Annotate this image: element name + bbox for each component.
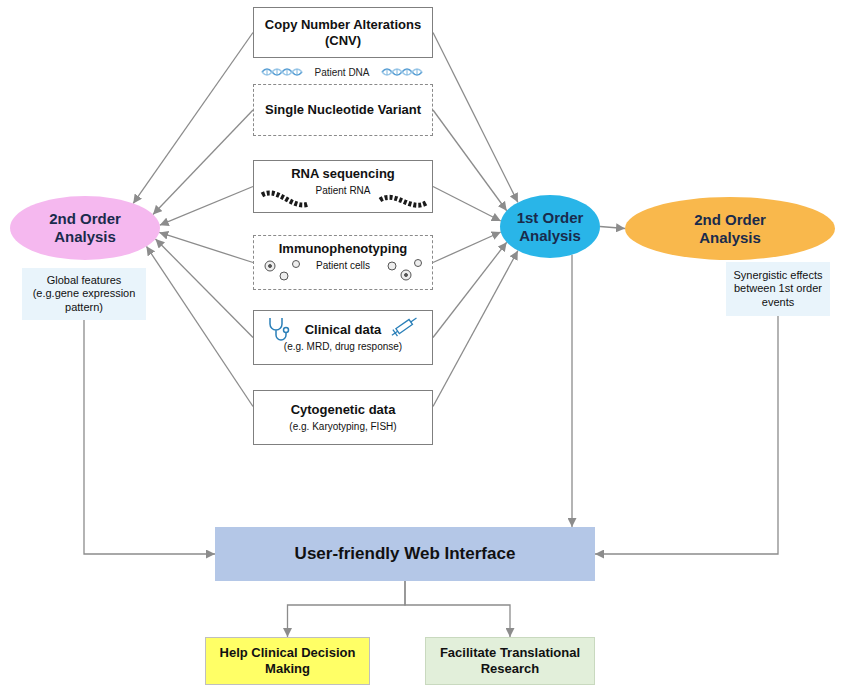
flow-arrow bbox=[595, 316, 778, 554]
text-group: Copy Number Alterations (CNV) bbox=[260, 17, 426, 48]
text-group: Facilitate Translational Research bbox=[432, 645, 588, 676]
rna-strand bbox=[380, 197, 426, 205]
flow-arrow bbox=[160, 187, 253, 226]
data-box: Clinical data (e.g. MRD, drug response) bbox=[253, 310, 433, 365]
node-title: RNA sequencing bbox=[260, 166, 426, 182]
data-box: Cytogenetic data (e.g. Karyotyping, FISH) bbox=[253, 390, 433, 445]
data-box: ImmunophenotypingPatient cells bbox=[253, 235, 433, 290]
data-box: RNA sequencingPatient RNA bbox=[253, 160, 433, 213]
analysis-ellipse: 1st Order Analysis bbox=[500, 195, 600, 258]
node-title: Cytogenetic data bbox=[260, 402, 426, 418]
cell bbox=[293, 261, 300, 268]
flow-arrow bbox=[288, 581, 406, 637]
dna-rungs bbox=[267, 69, 297, 75]
dna-rungs bbox=[387, 69, 417, 75]
node-title: Synergistic effects between 1st order ev… bbox=[732, 269, 824, 309]
note-box: Global features (e.g.gene expression pat… bbox=[22, 268, 146, 320]
data-box: Single Nucleotide Variant bbox=[253, 84, 433, 136]
node-title: Immunophenotyping bbox=[260, 241, 426, 257]
syringe-needle bbox=[390, 315, 419, 339]
node-title: Help Clinical Decision Making bbox=[212, 645, 363, 676]
flow-arrow bbox=[159, 232, 253, 262]
text-group: Clinical data (e.g. MRD, drug response) bbox=[260, 322, 426, 353]
cell bbox=[401, 270, 411, 280]
ellipse-fill bbox=[625, 197, 835, 260]
flow-arrow bbox=[433, 110, 507, 211]
node-title: Clinical data bbox=[260, 322, 426, 338]
node-title: 2nd Order Analysis bbox=[680, 211, 780, 247]
note-box: Synergistic effects between 1st order ev… bbox=[726, 262, 830, 316]
flow-arrow bbox=[153, 110, 253, 214]
flow-arrow bbox=[433, 187, 501, 222]
node-title: Facilitate Translational Research bbox=[432, 645, 588, 676]
data-box: Copy Number Alterations (CNV) bbox=[253, 7, 433, 58]
flow-arrow bbox=[433, 251, 518, 407]
text-group: Synergistic effects between 1st order ev… bbox=[732, 269, 824, 309]
node-title: Copy Number Alterations (CNV) bbox=[260, 17, 426, 48]
dna-strand bbox=[382, 69, 422, 75]
dna-strand bbox=[382, 69, 422, 75]
node-subtitle: Patient RNA bbox=[260, 185, 426, 197]
node-subtitle: Patient cells bbox=[260, 260, 426, 272]
text-group: RNA sequencingPatient RNA bbox=[260, 166, 426, 197]
text-group: User-friendly Web Interface bbox=[221, 544, 589, 564]
text-group: Help Clinical Decision Making bbox=[212, 645, 363, 676]
node-subtitle: (e.g. Karyotyping, FISH) bbox=[260, 421, 426, 433]
node-title: 2nd Order Analysis bbox=[30, 210, 140, 246]
ellipse-fill bbox=[10, 196, 160, 260]
outcome-box: Facilitate Translational Research bbox=[425, 637, 595, 685]
node-title: Global features (e.g.gene expression pat… bbox=[28, 274, 140, 314]
dna-strand bbox=[262, 69, 302, 75]
flow-arrow bbox=[433, 232, 501, 263]
flow-arrow bbox=[405, 581, 510, 637]
flow-arrow bbox=[571, 255, 572, 527]
node-title: Single Nucleotide Variant bbox=[260, 102, 426, 118]
flow-arrow bbox=[600, 227, 625, 229]
cell bbox=[280, 272, 288, 280]
flow-arrow bbox=[433, 33, 518, 203]
text-group: 1st Order Analysis bbox=[510, 209, 590, 245]
interface-box: User-friendly Web Interface bbox=[215, 527, 595, 581]
cell bbox=[415, 260, 422, 267]
text-group: 2nd Order Analysis bbox=[680, 211, 780, 247]
flow-arrow bbox=[133, 33, 253, 204]
cell-nucleus bbox=[405, 274, 408, 277]
flow-arrow bbox=[146, 246, 253, 406]
text-group: Cytogenetic data (e.g. Karyotyping, FISH) bbox=[260, 402, 426, 433]
analysis-ellipse: 2nd Order Analysis bbox=[10, 196, 160, 260]
syringe-icon bbox=[390, 315, 419, 339]
cell bbox=[265, 261, 275, 271]
stethoscope-icon bbox=[270, 318, 289, 340]
text-group: Global features (e.g.gene expression pat… bbox=[28, 274, 140, 314]
node-title: User-friendly Web Interface bbox=[221, 544, 589, 564]
dna-strand bbox=[262, 69, 302, 75]
sample-label: Patient DNA bbox=[314, 67, 369, 78]
outcome-box: Help Clinical Decision Making bbox=[205, 637, 370, 685]
analysis-ellipse: 2nd Order Analysis bbox=[625, 197, 835, 260]
text-group: ImmunophenotypingPatient cells bbox=[260, 241, 426, 272]
cell bbox=[388, 262, 396, 270]
syringe-barrel bbox=[396, 320, 413, 334]
rna-strand bbox=[262, 193, 308, 205]
cell-nucleus bbox=[269, 265, 272, 268]
node-subtitle: (e.g. MRD, drug response) bbox=[260, 341, 426, 353]
text-group: 2nd Order Analysis bbox=[30, 210, 140, 246]
stethoscope-bell bbox=[284, 328, 289, 333]
text-group: Single Nucleotide Variant bbox=[260, 102, 426, 118]
flow-arrow bbox=[84, 320, 215, 554]
flow-arrow bbox=[433, 242, 507, 337]
node-title: 1st Order Analysis bbox=[510, 209, 590, 245]
flow-arrow bbox=[155, 239, 253, 338]
ellipse-fill bbox=[500, 195, 600, 258]
